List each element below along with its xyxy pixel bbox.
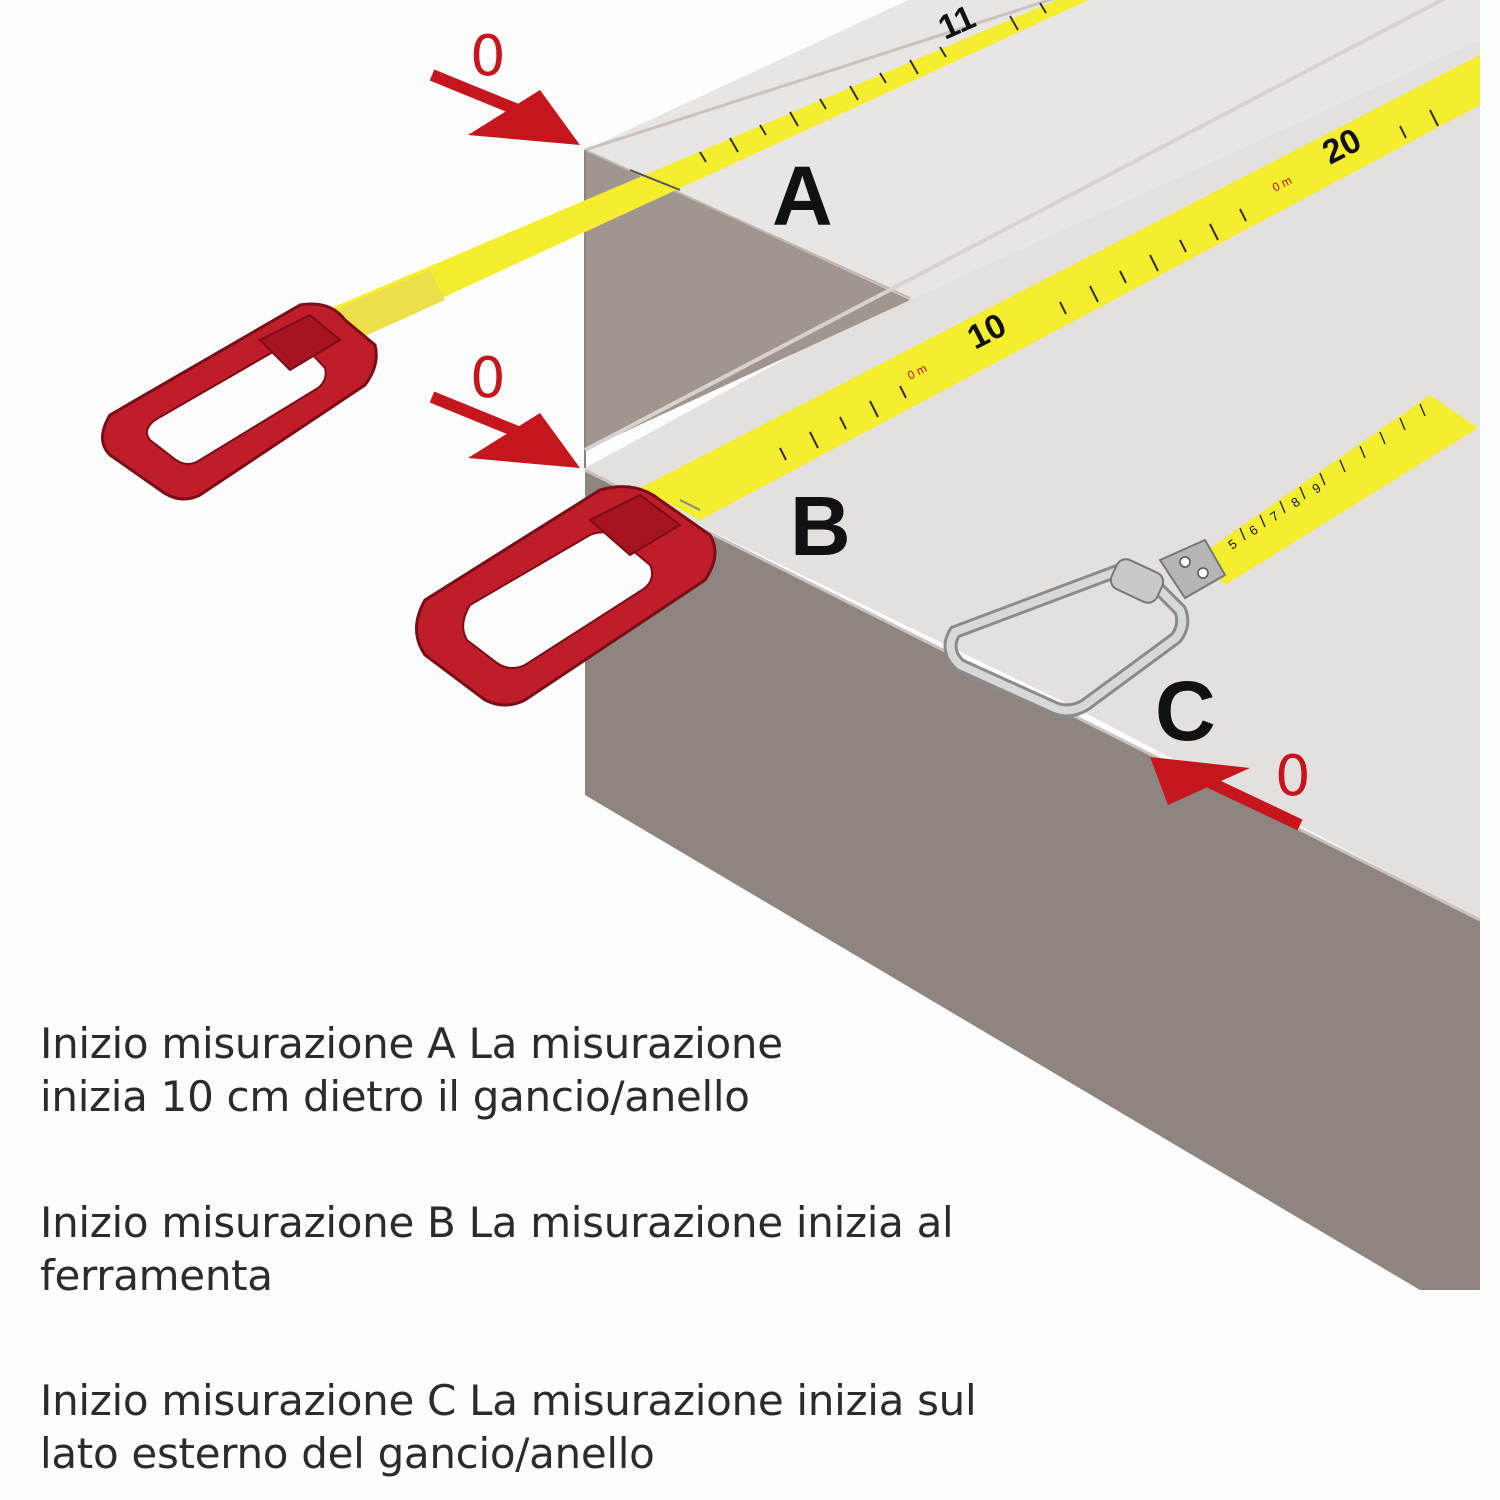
label-c: C <box>1155 664 1216 758</box>
tape-b-ticks <box>779 109 1439 461</box>
caption-a-line-1: Inizio misurazione A La misurazione <box>40 1019 783 1068</box>
tape-c-ticks <box>1239 403 1426 541</box>
label-b: B <box>790 479 851 573</box>
tape-c-metal-ring <box>943 538 1227 718</box>
label-a: A <box>772 149 833 243</box>
zero-label-b: 0 <box>470 346 506 411</box>
caption-c-line-1: Inizio misurazione C La misurazione iniz… <box>40 1376 977 1425</box>
caption-c: Inizio misurazione C La misurazione iniz… <box>40 1374 977 1480</box>
zero-arrow-c <box>1150 757 1303 831</box>
zero-arrow-a <box>429 69 580 145</box>
caption-b-line-2: ferramenta <box>40 1251 273 1300</box>
measuring-tape-illustration: 11 20 10 0 m <box>101 0 1481 1290</box>
tape-a-ticks <box>699 2 1047 163</box>
caption-b-line-1: Inizio misurazione B La misurazione iniz… <box>40 1198 954 1247</box>
zero-arrow-b <box>429 391 580 468</box>
tape-b: 20 10 0 m 0 m <box>640 55 1480 520</box>
caption-c-line-2: lato esterno del gancio/anello <box>40 1429 655 1478</box>
zero-label-c: 0 <box>1275 744 1311 809</box>
caption-a-line-2: inizia 10 cm dietro il gancio/anello <box>40 1072 750 1121</box>
tape-c: 5 6 7 8 9 <box>1200 395 1478 585</box>
caption-b: Inizio misurazione B La misurazione iniz… <box>40 1196 954 1302</box>
upper-block <box>584 0 1480 468</box>
tape-b-red-handle <box>415 485 717 707</box>
tape-a-red-handle <box>101 302 378 501</box>
caption-a: Inizio misurazione A La misurazione iniz… <box>40 1017 783 1123</box>
zero-label-a: 0 <box>470 24 506 89</box>
